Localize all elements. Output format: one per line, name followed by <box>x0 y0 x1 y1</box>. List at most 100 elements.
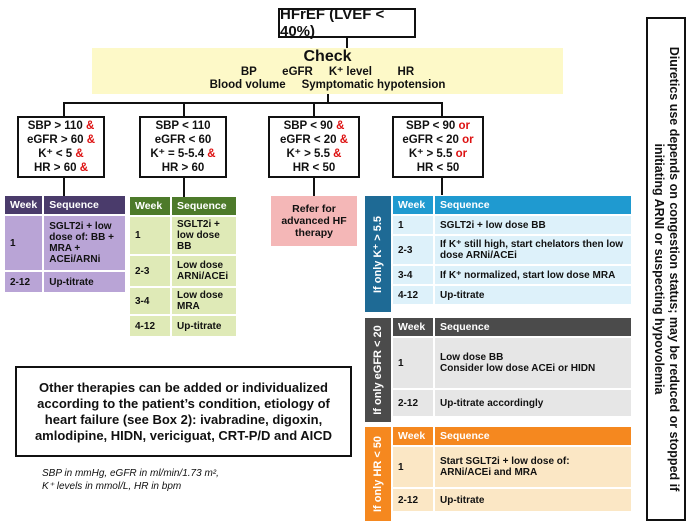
criteria-text: K⁺ > 5.5 <box>286 148 334 160</box>
criteria-text: SBP < 90 <box>283 120 337 132</box>
footnote-line1: SBP in mmHg, eGFR in ml/min/1.73 m², <box>42 468 219 479</box>
criteria-text: eGFR > 60 <box>26 134 87 146</box>
criteria-operator: & <box>336 120 345 132</box>
criteria-operator: & <box>339 134 349 146</box>
connector <box>63 102 65 116</box>
col-week: Week <box>393 427 435 447</box>
diuretics-text: Diuretics use depends on congestion stat… <box>652 46 681 492</box>
week-cell: 1 <box>393 447 435 489</box>
week-cell: 2-12 <box>393 489 435 513</box>
sequence-cell: SGLT2i + low dose BB <box>172 217 238 256</box>
criteria-line: K⁺ < 5 & <box>38 147 83 161</box>
footnote-line2: K⁺ levels in mmol/L, HR in bpm <box>42 481 182 492</box>
band-k-only: If only K⁺ > 5.5 <box>365 196 391 312</box>
sequence-cell: Up-titrate <box>44 272 127 294</box>
sequence-cell: Low dose BB Consider low dose ACEi or HI… <box>435 338 633 390</box>
col-sequence: Sequence <box>435 318 633 338</box>
connector <box>183 102 185 116</box>
criteria-text: SBP < 90 <box>405 120 459 132</box>
band-k-label: If only K⁺ > 5.5 <box>372 215 385 293</box>
criteria-line: eGFR < 20 or <box>402 133 473 147</box>
connector <box>327 94 329 103</box>
week-cell: 2-12 <box>393 390 435 418</box>
criteria-line: K⁺ > 5.5 & <box>287 147 342 161</box>
units-footnote: SBP in mmHg, eGFR in ml/min/1.73 m², K⁺ … <box>42 467 292 493</box>
criteria-operator: & <box>86 134 96 146</box>
sequence-cell: Up-titrate accordingly <box>435 390 633 418</box>
connector <box>346 38 348 48</box>
criteria-text: HR > 60 <box>33 162 80 174</box>
sequence-cell: Low dose ARNi/ACEi <box>172 256 238 288</box>
sequence-cell: Low dose MRA <box>172 288 238 316</box>
connector <box>313 102 315 116</box>
criteria-text: HR > 60 <box>161 162 205 174</box>
criteria-operator: or <box>458 120 471 132</box>
criteria-text: eGFR < 20 <box>279 134 340 146</box>
criteria-line: eGFR < 20 & <box>280 133 348 147</box>
criteria-line: SBP > 110 & <box>28 119 95 133</box>
connector <box>63 102 442 104</box>
criteria-operator: & <box>75 148 84 160</box>
criteria-box-3: SBP < 90 &eGFR < 20 &K⁺ > 5.5 &HR < 50 <box>268 116 360 178</box>
criteria-line: K⁺ = 5-5.4 & <box>150 147 215 161</box>
criteria-line: SBP < 90 & <box>284 119 345 133</box>
sequence-cell: Start SGLT2i + low dose of: ARNi/ACEi an… <box>435 447 633 489</box>
sequence-cell: Up-titrate <box>435 286 633 306</box>
band-egfr-only: If only eGFR < 20 <box>365 318 391 422</box>
week-cell: 4-12 <box>393 286 435 306</box>
band-hr-label: If only HR < 50 <box>372 435 385 513</box>
criteria-line: eGFR > 60 & <box>27 133 95 147</box>
col-week: Week <box>5 196 45 216</box>
week-cell: 2-12 <box>5 272 45 294</box>
week-cell: 1 <box>393 338 435 390</box>
criteria-operator: or <box>455 148 468 160</box>
col-sequence: Sequence <box>435 196 633 216</box>
criteria-line: K⁺ > 5.5 or <box>409 147 467 161</box>
week-cell: 1 <box>130 217 172 256</box>
col-sequence: Sequence <box>172 197 238 217</box>
col-week: Week <box>393 196 435 216</box>
connector <box>441 178 443 195</box>
week-cell: 1 <box>5 216 45 272</box>
criteria-line: eGFR < 60 <box>155 133 212 147</box>
criteria-text: K⁺ > 5.5 <box>408 148 456 160</box>
criteria-text: eGFR < 20 <box>402 134 463 146</box>
criteria-text: K⁺ < 5 <box>38 148 76 160</box>
sequence-cell: If K⁺ still high, start chelators then l… <box>435 236 633 266</box>
col-week: Week <box>130 197 172 217</box>
check-line1: BP eGFR K⁺ level HR <box>240 66 415 78</box>
refer-box: Refer for advanced HF therapy <box>271 196 357 246</box>
criteria-text: K⁺ = 5-5.4 <box>150 148 208 160</box>
week-cell: 3-4 <box>393 266 435 286</box>
connector <box>63 178 65 196</box>
connector <box>313 178 315 196</box>
criteria-box-1: SBP > 110 &eGFR > 60 &K⁺ < 5 &HR > 60 & <box>17 116 105 178</box>
week-cell: 2-3 <box>393 236 435 266</box>
diuretics-note: Diuretics use depends on congestion stat… <box>646 17 686 521</box>
note-text: Other therapies can be added or individu… <box>34 379 333 443</box>
criteria-line: HR < 50 <box>417 161 460 175</box>
col-sequence: Sequence <box>44 196 127 216</box>
check-heading: Check <box>303 48 352 65</box>
col-week: Week <box>393 318 435 338</box>
criteria-line: HR > 60 & <box>34 161 88 175</box>
week-cell: 4-12 <box>130 316 172 338</box>
sequence-cell: Up-titrate <box>172 316 238 338</box>
criteria-operator: & <box>79 162 88 174</box>
title-box: HFrEF (LVEF < 40%) <box>278 6 416 40</box>
